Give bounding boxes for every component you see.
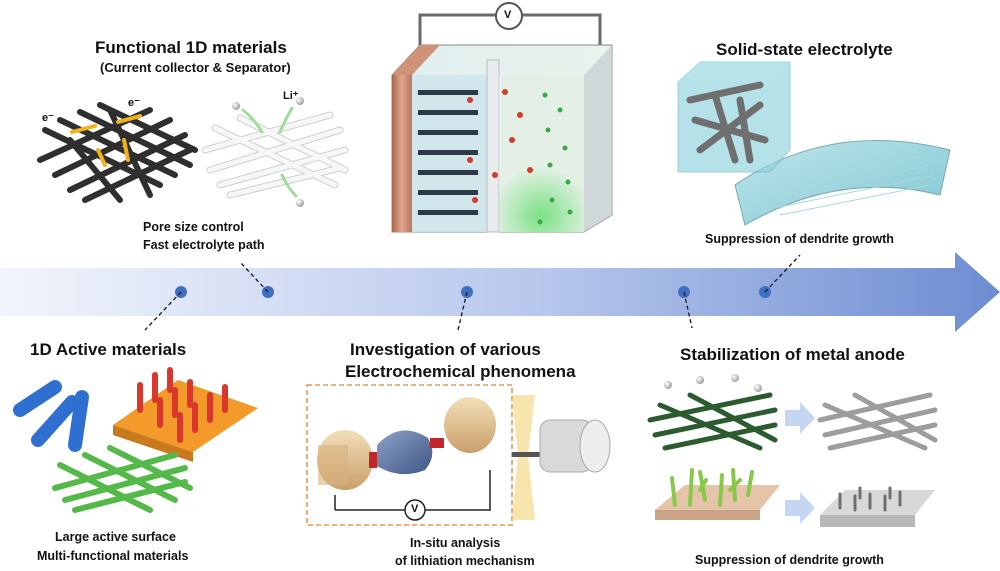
battery-cell	[391, 2, 613, 233]
multifunctional-caption: Multi-functional materials	[37, 549, 189, 563]
solid-state-caption: Suppression of dendrite growth	[705, 232, 894, 246]
metal-anode-illustration	[647, 374, 938, 527]
active-surface-caption: Large active surface	[55, 530, 176, 544]
separator-mesh	[201, 97, 349, 207]
timeline-arrow	[0, 252, 1000, 332]
current-collector-mesh	[37, 102, 198, 203]
voltmeter-icon	[404, 499, 426, 521]
voltmeter-icon	[495, 2, 523, 30]
in-situ-caption: In-situ analysis	[410, 536, 501, 550]
in-situ-setup-illustration	[306, 384, 611, 526]
solid-state-title: Solid-state electrolyte	[716, 40, 893, 59]
investigation-title-line1: Investigation of various	[350, 340, 541, 359]
electron-label: e⁻	[42, 112, 54, 124]
solid-electrolyte-illustration	[677, 61, 951, 226]
electrolyte-path-caption: Fast electrolyte path	[143, 238, 265, 252]
active-materials-title: 1D Active materials	[30, 340, 187, 359]
lithiation-caption: of lithiation mechanism	[395, 554, 535, 568]
voltmeter-symbol: V	[504, 9, 512, 21]
active-materials-illustration	[13, 367, 258, 513]
functional-1d-title: Functional 1D materials	[95, 38, 287, 57]
voltmeter-symbol: V	[411, 503, 419, 515]
lithium-ion-label: Li⁺	[283, 90, 299, 102]
metal-anode-caption: Suppression of dendrite growth	[695, 553, 884, 567]
investigation-title-line2: Electrochemical phenomena	[345, 362, 576, 381]
metal-anode-title: Stabilization of metal anode	[680, 345, 905, 364]
electron-label: e⁻	[128, 97, 140, 109]
functional-1d-subtitle: (Current collector & Separator)	[100, 60, 291, 75]
pore-size-caption: Pore size control	[143, 220, 244, 234]
leader-lines	[144, 254, 801, 331]
